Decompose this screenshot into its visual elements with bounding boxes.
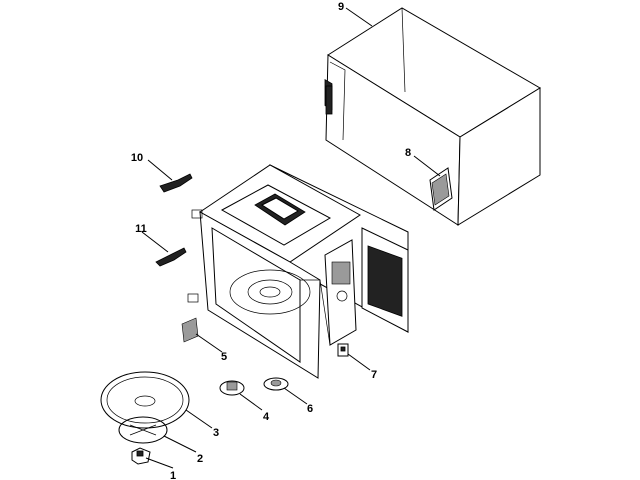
thermostat-part [263, 377, 289, 391]
callout-5: 5 [221, 351, 227, 363]
door-switch-part [337, 343, 349, 357]
coupler-part [131, 447, 151, 465]
callout-labels: 1 2 3 4 5 6 7 8 9 10 11 [131, 1, 411, 480]
callout-6: 6 [307, 403, 313, 415]
label-plate-part [181, 317, 199, 343]
outer-cabinet [324, 7, 541, 226]
turntable-motor [219, 380, 245, 396]
callout-2: 2 [197, 453, 203, 465]
callout-1: 1 [170, 470, 176, 480]
leader-lines [141, 7, 441, 469]
callout-9: 9 [338, 1, 344, 13]
cabinet-label-part [429, 167, 453, 211]
cabinet-side-slot [325, 85, 333, 115]
callout-10: 10 [131, 152, 143, 164]
callout-8: 8 [405, 147, 411, 159]
callout-7: 7 [371, 369, 377, 381]
lower-hinge-part [155, 247, 187, 267]
upper-hinge-part [159, 173, 193, 193]
roller-ring [118, 416, 168, 444]
turntable-tray [100, 371, 190, 429]
callout-3: 3 [213, 427, 219, 439]
oven-cavity-chassis [187, 164, 409, 379]
callout-11: 11 [135, 223, 147, 235]
vent-grille [367, 245, 403, 317]
callout-4: 4 [263, 411, 270, 423]
